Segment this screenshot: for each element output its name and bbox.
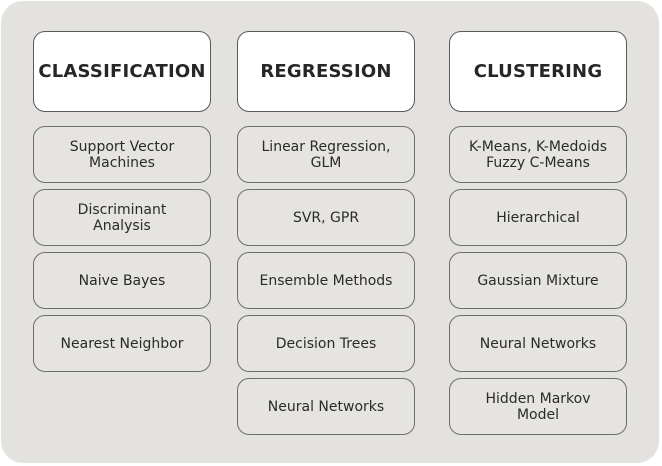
method-box: Hidden Markov Model [449, 378, 627, 435]
method-box: Decision Trees [237, 315, 415, 372]
method-box: Ensemble Methods [237, 252, 415, 309]
method-box: K-Means, K-Medoids Fuzzy C-Means [449, 126, 627, 183]
method-box: Linear Regression, GLM [237, 126, 415, 183]
column-header-clustering: CLUSTERING [449, 31, 627, 112]
column-header-regression: REGRESSION [237, 31, 415, 112]
column-header-classification: CLASSIFICATION [33, 31, 211, 112]
method-box: Nearest Neighbor [33, 315, 211, 372]
method-box: Discriminant Analysis [33, 189, 211, 246]
method-box: Gaussian Mixture [449, 252, 627, 309]
method-box: Support Vector Machines [33, 126, 211, 183]
method-box: SVR, GPR [237, 189, 415, 246]
method-box: Hierarchical [449, 189, 627, 246]
method-box: Neural Networks [237, 378, 415, 435]
method-box: Neural Networks [449, 315, 627, 372]
method-box: Naive Bayes [33, 252, 211, 309]
